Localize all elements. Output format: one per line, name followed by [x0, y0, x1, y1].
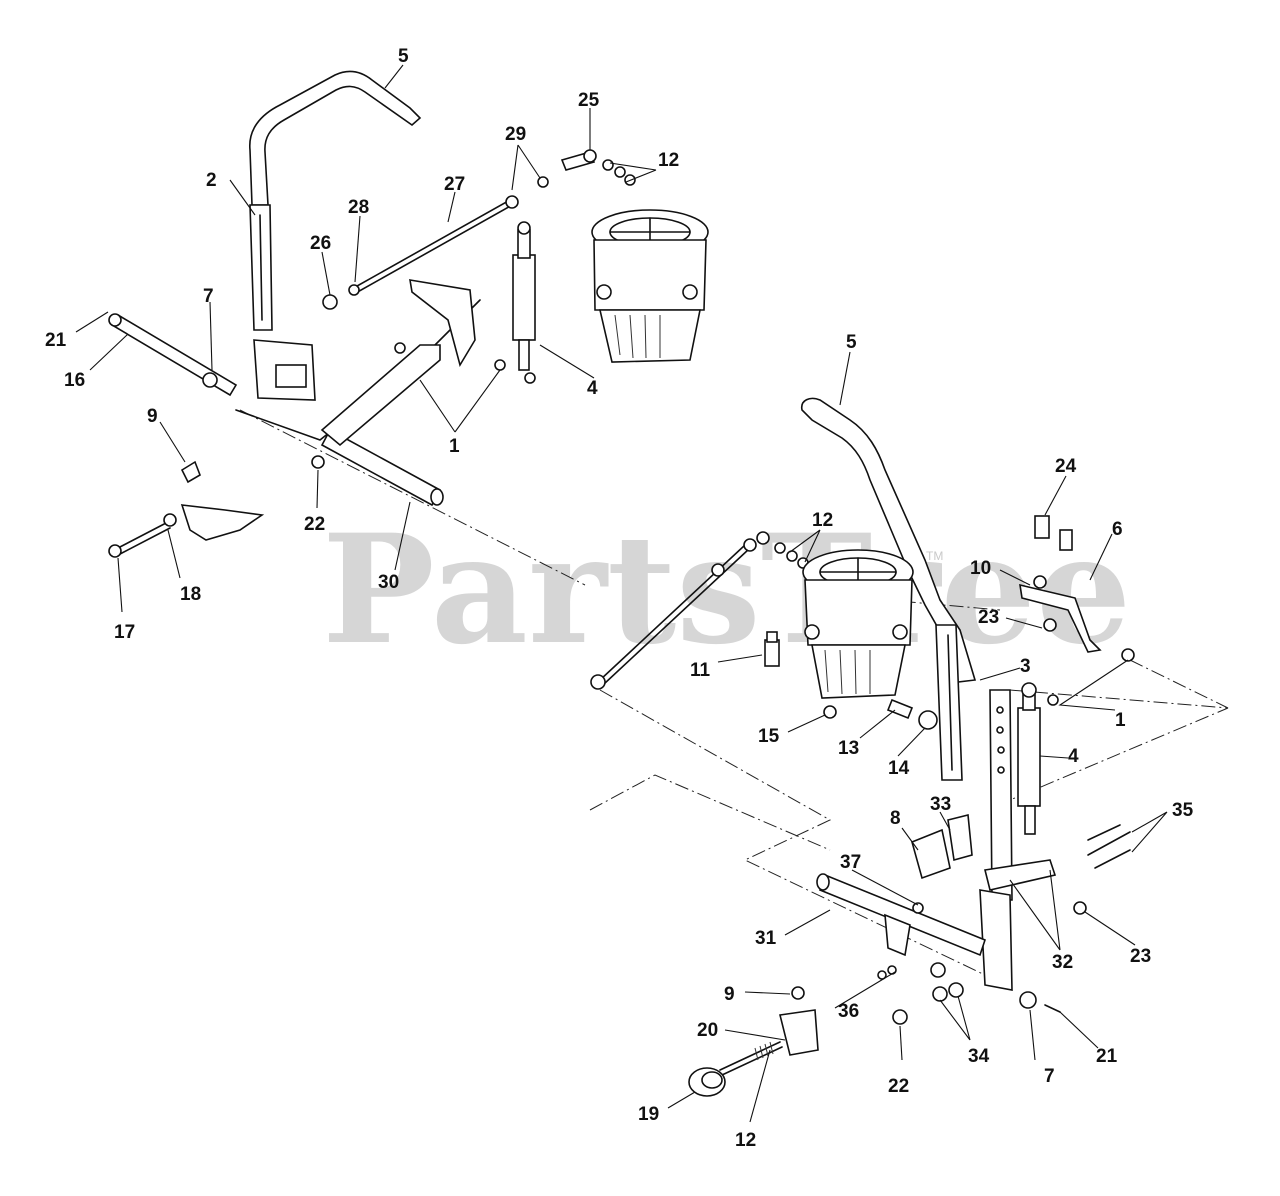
callout-label: 19 — [638, 1104, 659, 1125]
callout-label: 4 — [587, 378, 598, 399]
right-knob-assembly — [688, 986, 819, 1097]
callout-label: 26 — [310, 233, 331, 254]
callout-label: 1 — [449, 436, 460, 457]
callout-label: 6 — [1112, 519, 1123, 540]
left-damper — [494, 221, 536, 384]
right-hardware-11-13-14 — [764, 631, 938, 730]
callout-label: 37 — [840, 852, 861, 873]
left-foot-plate — [108, 460, 265, 558]
callout-label: 8 — [890, 808, 901, 829]
watermark-trademark: TM — [926, 549, 943, 563]
callout-label: 20 — [697, 1020, 718, 1041]
right-top-bracket — [1019, 515, 1135, 662]
callout-label: 22 — [888, 1076, 909, 1097]
left-control-rod — [322, 176, 549, 310]
callout-label: 23 — [978, 607, 999, 628]
callout-label: 29 — [505, 124, 526, 145]
callout-label: 2 — [206, 170, 217, 191]
right-cross-shaft — [816, 859, 1061, 1013]
callout-label: 1 — [1115, 710, 1126, 731]
callout-label: 28 — [348, 197, 369, 218]
left-handle — [249, 70, 422, 331]
callout-label: 12 — [812, 510, 833, 531]
callout-label: 23 — [1130, 946, 1151, 967]
callout-label: 14 — [888, 758, 910, 779]
right-hydro-pump — [802, 549, 914, 719]
callout-label: 21 — [1096, 1046, 1118, 1067]
right-pivot-bracket — [979, 689, 1013, 991]
callout-label: 9 — [724, 984, 735, 1005]
callout-label: 25 — [578, 90, 600, 111]
leader-lines — [75, 64, 1168, 1123]
callout-label: 18 — [180, 584, 201, 605]
callout-label: 3 — [1020, 656, 1031, 677]
callout-label: 32 — [1052, 952, 1073, 973]
watermark: PartsTree — [322, 502, 1131, 678]
callout-label: 15 — [758, 726, 780, 747]
callout-label: 7 — [203, 286, 214, 307]
callout-label: 31 — [755, 928, 777, 949]
callout-label: 21 — [45, 330, 67, 351]
callout-label: 16 — [64, 370, 85, 391]
right-handle — [800, 397, 977, 781]
callout-label: 10 — [970, 558, 991, 579]
callout-label: 17 — [114, 622, 135, 643]
callout-label: 22 — [304, 514, 325, 535]
left-bracket-assembly — [202, 279, 481, 469]
right-bracket-8 — [911, 813, 973, 880]
callout-label: 13 — [838, 738, 859, 759]
callout-label: 5 — [846, 332, 857, 353]
callout-label: 24 — [1055, 456, 1077, 477]
callout-label: 9 — [147, 406, 158, 427]
callout-label: 7 — [1044, 1066, 1055, 1087]
callout-label: 27 — [444, 174, 465, 195]
left-hydro-pump — [591, 209, 709, 363]
callout-labels: 5 25 29 12 2 27 28 26 7 21 16 1 4 9 22 3… — [45, 46, 1194, 1151]
right-damper — [1017, 682, 1059, 835]
callout-label: 5 — [398, 46, 409, 67]
right-bottom-hardware — [877, 902, 964, 1025]
callout-label: 35 — [1172, 800, 1194, 821]
left-link-25 — [560, 149, 636, 186]
callout-label: 33 — [930, 794, 951, 815]
callout-label: 30 — [378, 572, 399, 593]
callout-label: 36 — [838, 1001, 859, 1022]
right-hardware-35 — [1073, 824, 1131, 915]
callout-label: 12 — [658, 150, 679, 171]
callout-label: 34 — [968, 1046, 990, 1067]
callout-label: 12 — [735, 1130, 756, 1151]
callout-label: 4 — [1068, 746, 1079, 767]
callout-label: 11 — [690, 660, 711, 681]
